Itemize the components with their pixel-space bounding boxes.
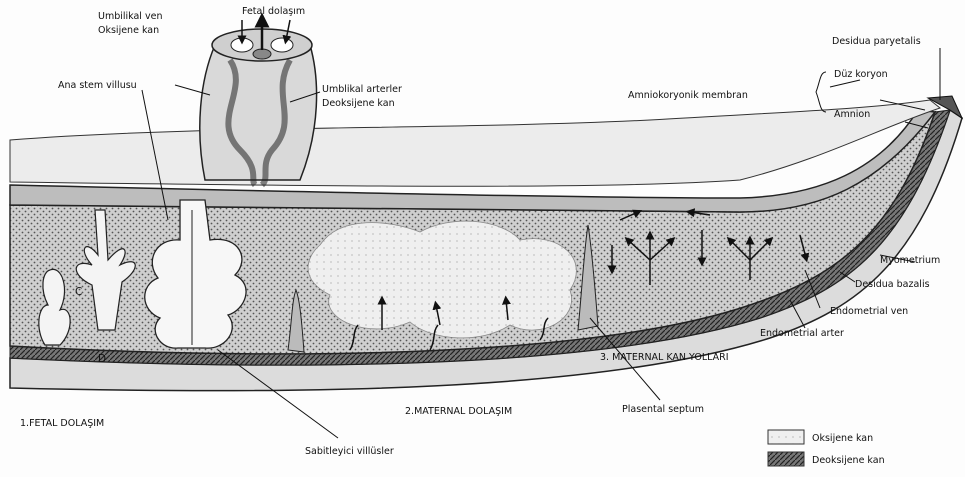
- legend-label-deoxygenated: Deoksijene kan: [812, 455, 885, 466]
- label-anchoring-villi: Sabitleyici villüsler: [305, 446, 394, 457]
- label-fetal-circulation: 1.FETAL DOLAŞIM: [20, 418, 104, 429]
- label-smooth-chorion: Düz koryon: [834, 69, 888, 80]
- legend-swatch-oxygenated: [768, 430, 804, 444]
- label-umbilical-arteries: Umblikal arterler: [322, 84, 402, 95]
- label-umbilical-vein: Umbilikal ven: [98, 11, 162, 22]
- legend-label-oxygenated: Oksijene kan: [812, 433, 873, 444]
- label-placental-septum: Plasental septum: [622, 404, 704, 415]
- label-fetal-circulation-top: Fetal dolaşım: [242, 6, 305, 17]
- label-amniochorionic-membrane: Amniokoryonik membran: [628, 90, 748, 101]
- label-amnion: Amnion: [834, 109, 870, 120]
- marker-c: C: [75, 286, 82, 298]
- umbilical-cord: [200, 20, 317, 185]
- label-deoxygenated-blood-cord: Deoksijene kan: [322, 98, 395, 109]
- label-oxygenated-blood-cord: Oksijene kan: [98, 25, 159, 36]
- amnion-membrane: [10, 100, 940, 186]
- label-stem-villus: Ana stem villusu: [58, 80, 137, 91]
- label-endometrial-vein: Endometrial ven: [830, 306, 908, 317]
- label-decidua-basalis: Desidua bazalis: [855, 279, 930, 290]
- marker-d: D: [98, 353, 106, 365]
- label-myometrium: Myometrium: [880, 255, 940, 266]
- label-endometrial-artery: Endometrial arter: [760, 328, 844, 339]
- membrane-brace: [816, 72, 826, 112]
- label-maternal-blood-pathways: 3. MATERNAL KAN YOLLARI: [600, 352, 729, 363]
- legend-swatch-deoxygenated: [768, 452, 804, 466]
- label-maternal-circulation: 2.MATERNAL DOLAŞIM: [405, 406, 512, 417]
- label-decidua-parietalis: Desidua paryetalis: [832, 36, 921, 47]
- legend: Oksijene kan Deoksijene kan: [768, 430, 885, 466]
- oxygenated-blood-region: [308, 221, 576, 338]
